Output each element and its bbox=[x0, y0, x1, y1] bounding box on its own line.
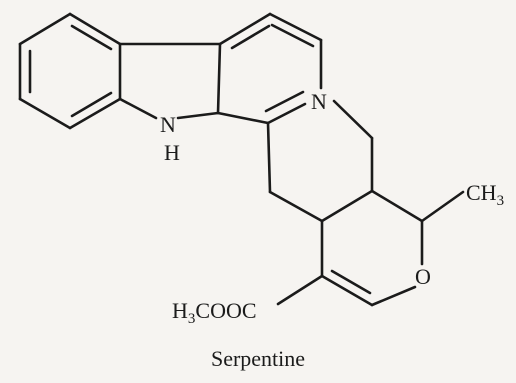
indole-n-label: N bbox=[160, 112, 176, 137]
bond-benzene-4 bbox=[18, 97, 72, 130]
bond-ringd-1 bbox=[370, 189, 424, 223]
figure-caption: Serpentine bbox=[210, 346, 306, 371]
bond-pyridine-5 bbox=[216, 111, 270, 125]
methyl-ch-text: CH bbox=[466, 180, 497, 205]
bond-ringd-3 bbox=[370, 285, 417, 307]
ring-o-label: O bbox=[415, 264, 431, 289]
pyridinium-n-label: N bbox=[311, 89, 327, 114]
bond-ringd-4 bbox=[320, 274, 374, 307]
ester-label: H3COOC bbox=[172, 298, 257, 327]
bond-ringc-3 bbox=[320, 189, 374, 223]
indole-h-label: H bbox=[164, 140, 180, 165]
bond-pyridine-4-inner bbox=[264, 90, 305, 113]
bond-benzene-inner-a bbox=[70, 24, 113, 51]
bond-pyridine-4 bbox=[266, 102, 307, 125]
ester-subscript: 3 bbox=[188, 311, 196, 327]
bond-benzene-6 bbox=[18, 12, 72, 46]
bond-layer bbox=[18, 12, 465, 307]
ester-rest-text: COOC bbox=[195, 298, 256, 323]
bond-pyrrole-c3-c2 bbox=[216, 42, 222, 115]
methyl-label: CH3 bbox=[466, 180, 504, 209]
bond-ester-bond bbox=[276, 274, 324, 306]
bond-pyrrole-c2-n bbox=[176, 111, 220, 120]
bond-pyridine-2 bbox=[268, 12, 323, 42]
bond-ringc-2 bbox=[268, 190, 324, 223]
bond-benzene-inner-c bbox=[70, 91, 113, 118]
bond-benzene-1 bbox=[68, 12, 122, 46]
bond-ringc-5 bbox=[332, 99, 374, 140]
bond-pyridine-2-inner bbox=[270, 23, 315, 48]
bond-ringc-1 bbox=[266, 121, 272, 194]
bond-benzene-3 bbox=[68, 97, 122, 130]
bond-pyridine-1-inner bbox=[230, 24, 271, 50]
bond-methyl-bond bbox=[420, 190, 465, 223]
methyl-subscript: 3 bbox=[497, 193, 505, 209]
bond-ringd-4-inner bbox=[330, 269, 372, 295]
bond-pyridine-1 bbox=[218, 12, 272, 46]
ester-h-text: H bbox=[172, 298, 188, 323]
bond-pyrrole-n-c7a bbox=[118, 97, 158, 120]
